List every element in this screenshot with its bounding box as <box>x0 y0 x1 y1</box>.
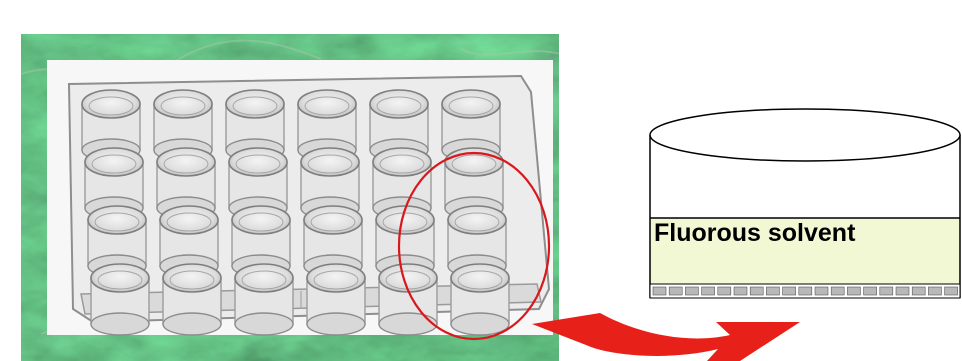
frit-segment <box>864 287 877 295</box>
transfer-arrow-icon <box>532 313 800 361</box>
fluorous-solvent-label: Fluorous solvent <box>654 221 855 246</box>
frit-segment <box>912 287 925 295</box>
frit-segment <box>734 287 747 295</box>
frit-segment <box>815 287 828 295</box>
frit-segment <box>783 287 796 295</box>
frit-segment <box>847 287 860 295</box>
highlight-circle <box>399 153 549 339</box>
frit-segment <box>896 287 909 295</box>
vessel-top <box>650 109 960 161</box>
frit-segment <box>669 287 682 295</box>
frit-segment <box>831 287 844 295</box>
frit-segment <box>653 287 666 295</box>
frit-segment <box>799 287 812 295</box>
frit-segment <box>945 287 958 295</box>
frit-segment <box>702 287 715 295</box>
frit-segment <box>928 287 941 295</box>
frit-segment <box>766 287 779 295</box>
frit-segment <box>718 287 731 295</box>
frit-bottom <box>650 284 960 298</box>
cylinder-vessel <box>650 109 960 298</box>
frit-segment <box>685 287 698 295</box>
frit-segment <box>880 287 893 295</box>
frit-segment <box>750 287 763 295</box>
